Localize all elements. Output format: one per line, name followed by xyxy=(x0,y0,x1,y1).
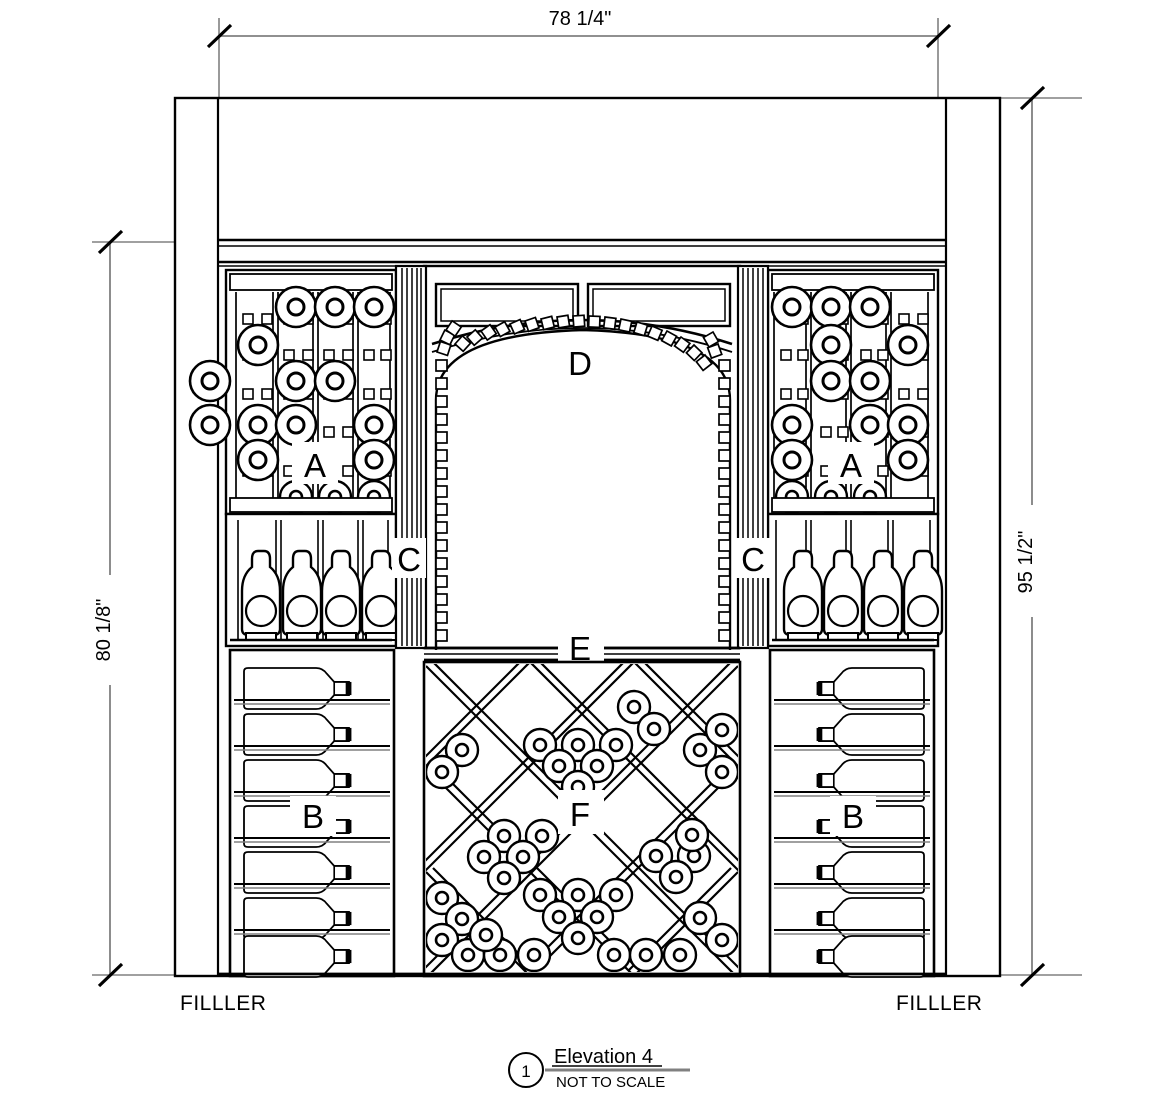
valance-band xyxy=(218,238,946,267)
dimension-label-overall-width: 78 1/4" xyxy=(549,8,612,30)
key-label-c-left: C xyxy=(397,541,421,578)
shelf-row xyxy=(234,667,390,710)
drawing-title: Elevation 4 xyxy=(554,1046,653,1068)
display-row-left xyxy=(224,512,402,648)
detail-number: 1 xyxy=(521,1062,530,1081)
column-c-right: C xyxy=(736,264,770,650)
dimension-right: 95 1/2" xyxy=(988,85,1082,988)
key-label-f: F xyxy=(570,796,590,833)
dimension-label-overall-height: 95 1/2" xyxy=(1015,531,1037,594)
shelves-b-left: B xyxy=(228,648,396,978)
rack-a-right: A xyxy=(766,268,940,516)
rack-a-left: A xyxy=(188,268,398,516)
shelf-row xyxy=(234,851,390,894)
key-label-d: D xyxy=(568,345,592,382)
key-label-a-left: A xyxy=(304,447,326,484)
shelves-b-right: B xyxy=(768,648,936,978)
diamond-bin-f: F xyxy=(422,660,742,978)
filler-label-right: FILLLER xyxy=(896,992,982,1015)
niche-d: D xyxy=(422,264,742,650)
key-label-c-right: C xyxy=(741,541,765,578)
band-e: E xyxy=(424,624,740,668)
column-c-left: C xyxy=(392,264,428,650)
dimension-top: 78 1/4" xyxy=(206,6,952,100)
shelf-row xyxy=(234,897,390,940)
dimension-label-cabinet-height: 80 1/8" xyxy=(93,599,115,662)
filler-label-left: FILLLER xyxy=(180,992,266,1015)
dentil-molding xyxy=(435,314,731,642)
detail-bubble xyxy=(508,1052,544,1088)
shelf-row xyxy=(234,713,390,756)
key-label-b-left: B xyxy=(302,798,324,835)
shelf-row xyxy=(234,805,390,848)
display-row-right xyxy=(766,512,944,648)
drawing-subtitle: NOT TO SCALE xyxy=(556,1074,665,1091)
title-block: 1 Elevation 4 NOT TO SCALE xyxy=(508,1046,690,1091)
key-label-e: E xyxy=(569,630,591,667)
key-label-a-right: A xyxy=(840,447,862,484)
key-label-b-right: B xyxy=(842,798,864,835)
